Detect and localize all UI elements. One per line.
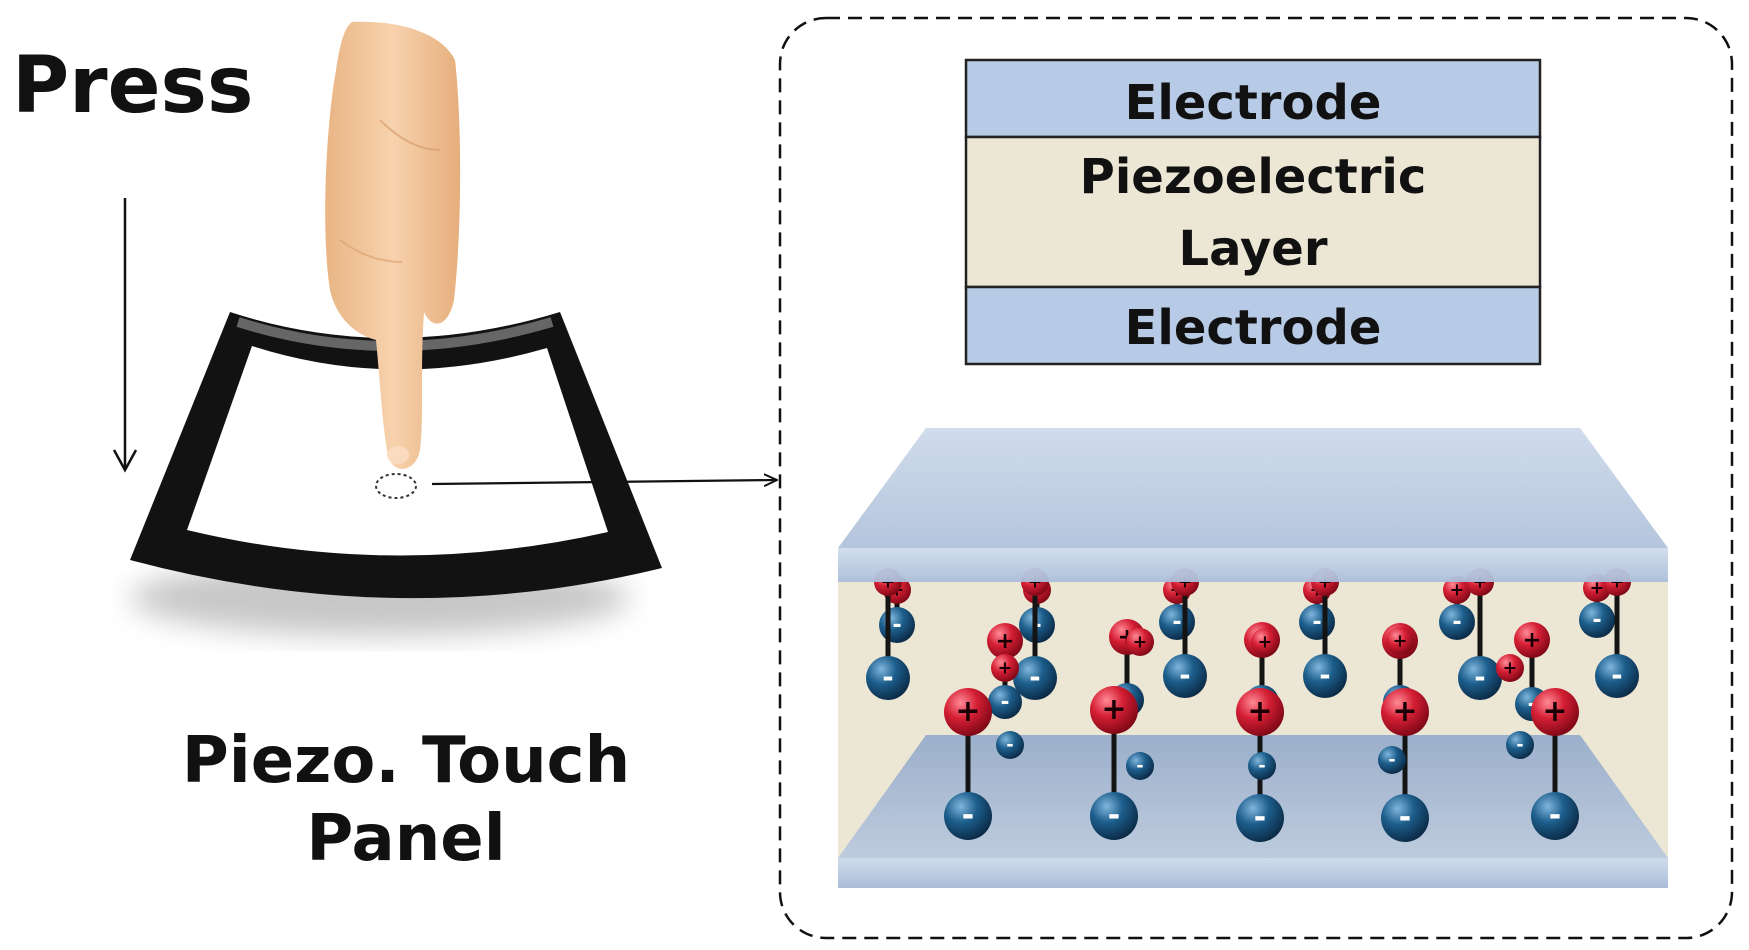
svg-text:-: - [1516, 735, 1523, 755]
positive-charge: + [1251, 628, 1279, 656]
negative-charge: - [879, 607, 915, 643]
negative-charge: - [1126, 752, 1154, 780]
zoom-box [778, 16, 1734, 940]
top-electrode-layer [964, 58, 1542, 139]
touch-point-icon [375, 473, 417, 499]
positive-charge: + [1090, 686, 1138, 734]
negative-charge: - [1299, 604, 1335, 640]
negative-charge: - [1378, 746, 1406, 774]
panel-label-line2: Panel [306, 802, 505, 876]
svg-text:+: + [1258, 632, 1273, 652]
svg-text:-: - [1179, 659, 1190, 691]
negative-charge: - [1579, 602, 1615, 638]
svg-text:+: + [1393, 631, 1408, 651]
negative-charge: - [1458, 656, 1502, 700]
top-plate-side [838, 548, 1668, 582]
positive-charge: + [1386, 627, 1414, 655]
svg-text:-: - [962, 798, 974, 833]
svg-text:-: - [1136, 756, 1143, 776]
svg-text:-: - [1549, 798, 1561, 833]
press-arrow [112, 198, 138, 473]
top-electrode-label: Electrode [1125, 75, 1382, 131]
svg-text:-: - [1388, 750, 1395, 770]
svg-text:-: - [1611, 659, 1622, 691]
svg-text:-: - [882, 661, 893, 693]
layer-stack: Electrode Piezoelectric Layer Electrode [964, 58, 1542, 366]
piezo-label-line2: Layer [1178, 221, 1327, 277]
positive-charge: + [1496, 654, 1524, 682]
zoom-arrow [431, 480, 776, 484]
top-plate-face [838, 428, 1668, 548]
negative-charge: - [988, 685, 1022, 719]
svg-text:+: + [1542, 694, 1567, 729]
piezo-3d-block: -+-+-+-+-+-+-+-+-+-+-+-+-+-+-+-+-+-+-+-+… [838, 428, 1668, 888]
positive-charge: + [944, 688, 992, 736]
positive-charge: + [991, 654, 1019, 682]
finger-icon [325, 21, 461, 469]
svg-text:+: + [1101, 692, 1126, 727]
svg-text:-: - [1108, 798, 1120, 833]
positive-charge: + [1531, 688, 1579, 736]
negative-charge: - [1531, 792, 1579, 840]
svg-text:-: - [1254, 800, 1266, 835]
positive-charge: + [1443, 576, 1471, 604]
piezo-label-line1: Piezoelectric [1080, 149, 1427, 205]
svg-text:-: - [1029, 661, 1040, 693]
negative-charge: - [1248, 752, 1276, 780]
svg-text:+: + [1392, 694, 1417, 729]
bottom-electrode-label: Electrode [1125, 300, 1382, 356]
svg-text:+: + [955, 694, 980, 729]
negative-charge: - [996, 731, 1024, 759]
negative-charge: - [1506, 731, 1534, 759]
positive-charge: + [1381, 688, 1429, 736]
svg-text:+: + [1247, 694, 1272, 729]
svg-text:+: + [996, 628, 1015, 654]
negative-charge: - [1381, 794, 1429, 842]
svg-text:-: - [1474, 661, 1485, 693]
negative-charge: - [1439, 604, 1475, 640]
svg-text:+: + [1503, 658, 1518, 678]
negative-charge: - [1595, 654, 1639, 698]
bottom-electrode-layer [964, 285, 1542, 366]
negative-charge: - [1090, 792, 1138, 840]
svg-text:-: - [1319, 659, 1330, 691]
svg-text:-: - [1452, 609, 1461, 635]
positive-charge: + [1514, 622, 1550, 658]
negative-charge: - [1013, 656, 1057, 700]
positive-charge: + [1126, 628, 1154, 656]
positive-charge: + [1236, 688, 1284, 736]
svg-text:+: + [1590, 578, 1605, 598]
positive-charge: + [987, 623, 1023, 659]
svg-text:+: + [998, 658, 1013, 678]
negative-charge: - [1303, 654, 1347, 698]
negative-charge: - [1163, 654, 1207, 698]
press-label: Press [12, 41, 253, 131]
bottom-plate-side [838, 858, 1668, 888]
svg-text:-: - [1592, 607, 1601, 633]
svg-text:+: + [1450, 580, 1465, 600]
dipole-group: -+-+-+-+-+-+-+-+-+-+-+-+-+-+-+-+-+-+-+-+… [866, 568, 1639, 842]
svg-text:-: - [1399, 800, 1411, 835]
svg-text:-: - [1006, 735, 1013, 755]
negative-charge: - [866, 656, 910, 700]
svg-text:-: - [892, 612, 901, 638]
svg-text:-: - [1528, 691, 1537, 716]
panel-label-line1: Piezo. Touch [182, 724, 630, 798]
svg-text:-: - [1258, 756, 1265, 776]
negative-charge: - [944, 792, 992, 840]
negative-charge: - [1159, 604, 1195, 640]
piezoelectric-layer [964, 135, 1542, 289]
svg-text:+: + [1523, 627, 1542, 653]
negative-charge: - [1236, 794, 1284, 842]
svg-text:-: - [1312, 609, 1321, 635]
svg-text:-: - [1001, 689, 1010, 714]
svg-text:-: - [1172, 609, 1181, 635]
svg-text:+: + [1133, 632, 1148, 652]
